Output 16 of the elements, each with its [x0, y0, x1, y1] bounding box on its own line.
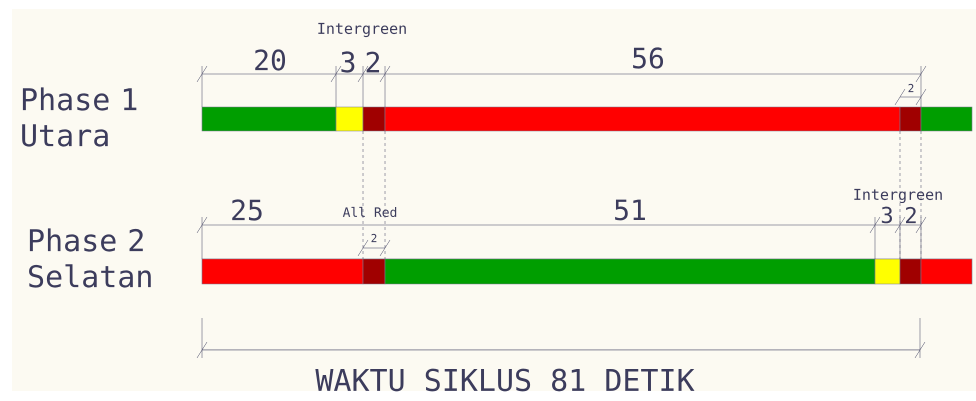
dimension-value: 2 [906, 206, 916, 224]
dimension-value: 3 [882, 206, 892, 224]
dimension-value: 3 [341, 51, 354, 73]
dimension-value: 2 [366, 52, 380, 72]
dimension-value: 2 [908, 84, 914, 92]
cycle-time-label: WAKTU SIKLUS 81 DETIK [315, 368, 694, 392]
dim-label: All Red [342, 206, 396, 218]
dimension-value: 25 [232, 199, 262, 221]
dim-label: Intergreen [854, 188, 942, 204]
dimension-value: 2 [372, 234, 376, 242]
phase-name: Phase 1 Utara [22, 87, 136, 147]
dimension-value: 56 [633, 47, 664, 69]
phase-name: Phase 2 Selatan [29, 228, 151, 288]
dim-label: Intergreen [318, 22, 406, 38]
dimension-value: 51 [615, 200, 645, 220]
dimension-value: 20 [255, 49, 286, 71]
